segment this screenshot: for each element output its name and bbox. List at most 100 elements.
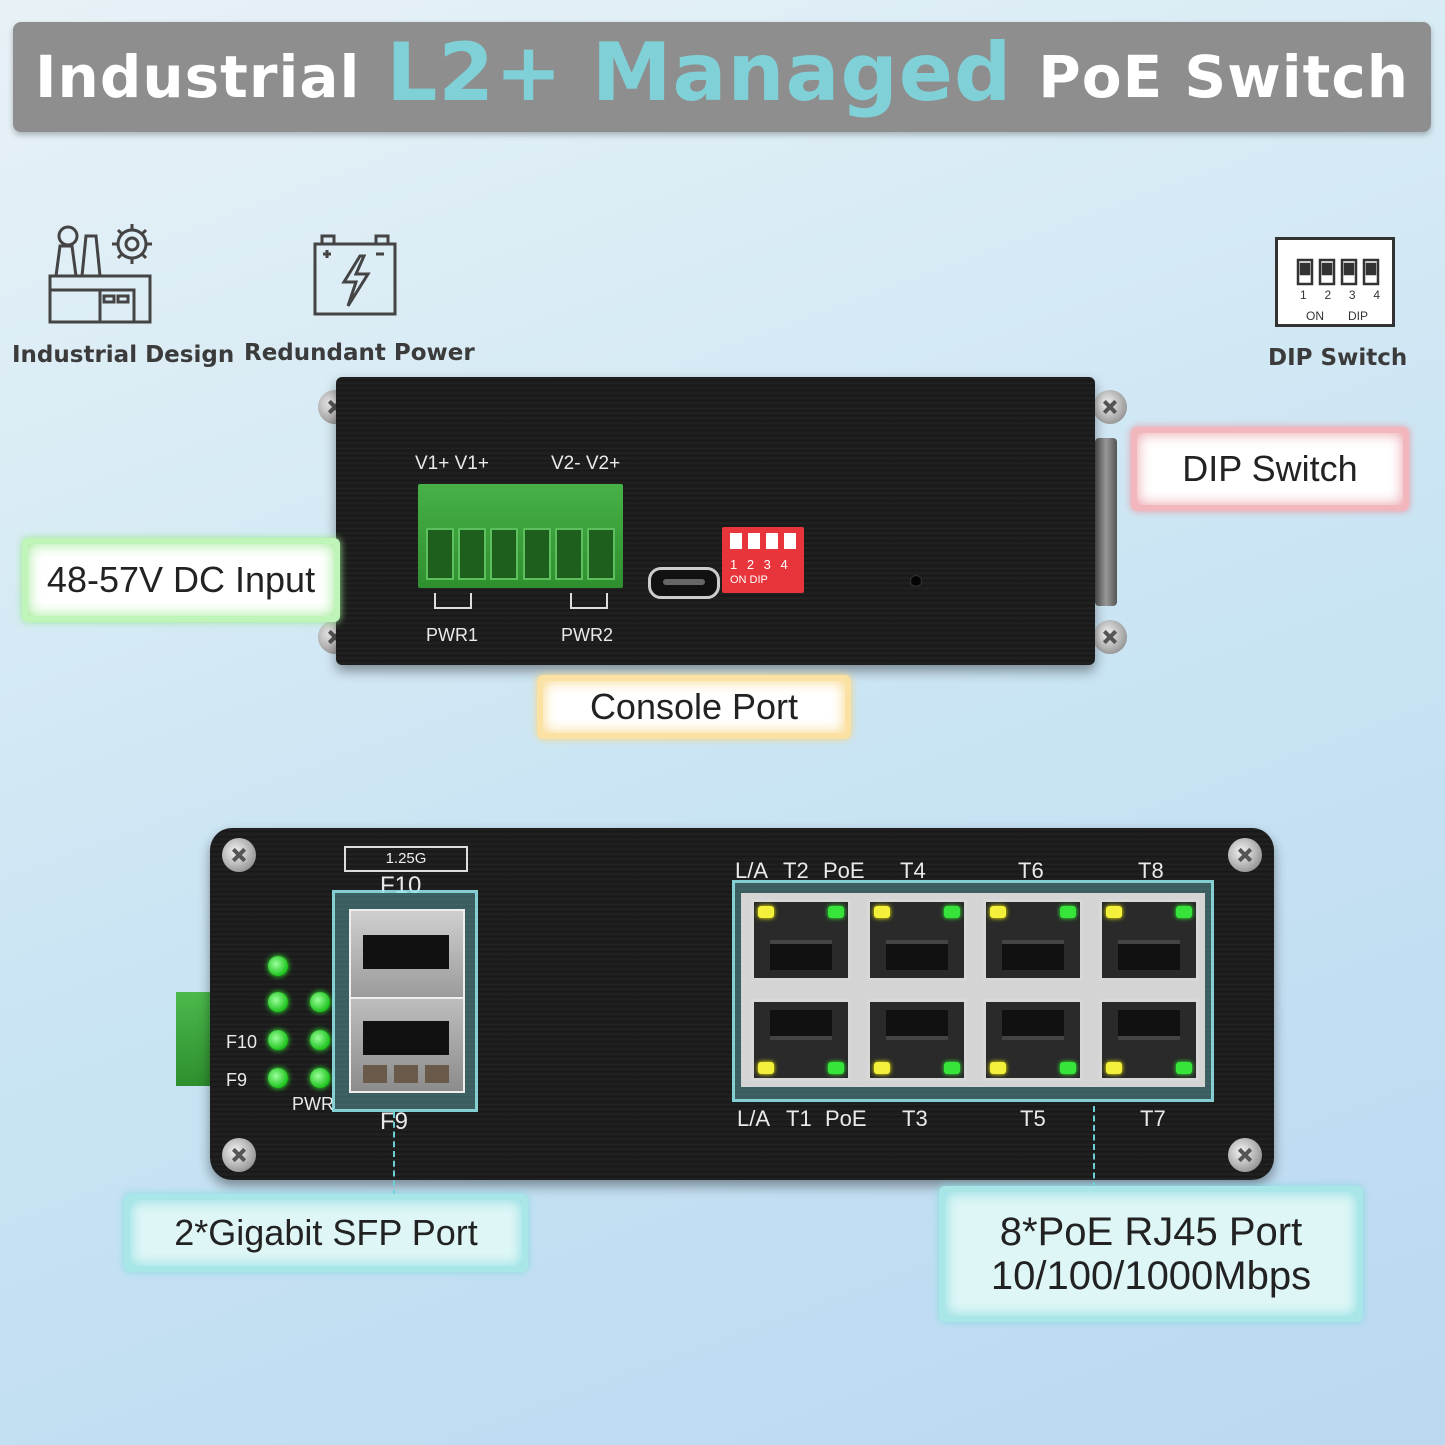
label-la-bottom: L/A: [737, 1106, 771, 1131]
status-led: [310, 992, 330, 1012]
status-led: [310, 1030, 330, 1050]
rj45-port-t7[interactable]: [1099, 999, 1199, 1081]
dip-sub-label: ON DIP: [730, 574, 768, 586]
led-poe: [944, 1062, 960, 1074]
led-label-f9: F9: [226, 1070, 248, 1090]
title-part1: Industrial: [34, 43, 361, 111]
rj45-port-t6[interactable]: [983, 899, 1083, 981]
pwr1-bracket: [434, 593, 472, 609]
rj45-port-t4[interactable]: [867, 899, 967, 981]
led-la: [874, 1062, 890, 1074]
sfp-port-f10[interactable]: [349, 909, 465, 1001]
rj45-port-t3[interactable]: [867, 999, 967, 1081]
sfp-leader-line: [393, 1112, 395, 1196]
dip-numbers: 1 2 3 4: [730, 557, 791, 572]
v2-label: V2- V2+: [551, 453, 621, 474]
led-la: [874, 906, 890, 918]
panel-screw: [1228, 838, 1262, 872]
label-t7: T7: [1140, 1106, 1166, 1131]
rj45-port-t8[interactable]: [1099, 899, 1199, 981]
led-la: [1106, 906, 1122, 918]
led-la: [990, 1062, 1006, 1074]
callout-dip-switch-text: DIP Switch: [1182, 448, 1358, 490]
pwr2-bracket: [570, 593, 608, 609]
led-poe: [944, 906, 960, 918]
label-t8: T8: [1138, 858, 1164, 883]
speed-badge: 1.25G: [344, 846, 468, 872]
label-t6: T6: [1018, 858, 1044, 883]
title-part2: PoE Switch: [1038, 43, 1410, 111]
rj45-port-t2[interactable]: [751, 899, 851, 981]
panel-screw: [222, 838, 256, 872]
dip-switch[interactable]: 1 2 3 4 ON DIP: [722, 527, 804, 593]
mount-screw: [1093, 620, 1127, 654]
sfp-highlight: [332, 890, 478, 1112]
front-panel: F10 F9 PWR 1.25G F10 F9 L/A T2 PoE T4 T6…: [210, 828, 1274, 1180]
label-t5: T5: [1020, 1106, 1046, 1131]
label-la-top: L/A: [735, 858, 769, 883]
callout-sfp: 2*Gigabit SFP Port: [124, 1194, 528, 1272]
label-t2: T2: [783, 858, 809, 883]
feature-label-dip: DIP Switch: [1268, 345, 1408, 371]
rj45-port-t1[interactable]: [751, 999, 851, 1081]
callout-console-port: Console Port: [537, 675, 851, 739]
status-led-pwr: [310, 1068, 330, 1088]
led-poe: [828, 1062, 844, 1074]
status-led-f10: [268, 1030, 288, 1050]
feature-label-power: Redundant Power: [244, 340, 475, 366]
callout-rj45-line2: 10/100/1000Mbps: [990, 1254, 1312, 1298]
top-panel: V1+ V1+ V2- V2+ PWR1 PWR2 1 2 3 4 ON DIP: [336, 377, 1095, 665]
din-rail-clip: [1095, 438, 1117, 606]
battery-bolt-icon: [312, 232, 398, 318]
dip-icon-dip: DIP: [1348, 309, 1369, 323]
side-terminal: [176, 992, 216, 1086]
led-poe: [828, 906, 844, 918]
pwr1-label: PWR1: [426, 625, 479, 645]
led-la: [758, 1062, 774, 1074]
led-poe: [1060, 906, 1076, 918]
led-label-pwr: PWR: [292, 1094, 334, 1114]
mount-screw: [1093, 390, 1127, 424]
rj45-leader-line: [1093, 1106, 1095, 1188]
feature-label-industrial: Industrial Design: [12, 342, 235, 368]
panel-screw: [1228, 1138, 1262, 1172]
pwr2-label: PWR2: [561, 625, 614, 645]
led-poe: [1176, 906, 1192, 918]
dip-icon-on: ON: [1306, 309, 1324, 323]
led-la: [990, 906, 1006, 918]
callout-rj45: 8*PoE RJ45 Port 10/100/1000Mbps: [939, 1186, 1363, 1322]
v1-label: V1+ V1+: [415, 453, 489, 474]
title-banner: Industrial L2+ Managed PoE Switch: [13, 22, 1431, 132]
status-led: [268, 956, 288, 976]
callout-dc-input-text: 48-57V DC Input: [46, 559, 316, 601]
callout-console-text: Console Port: [589, 686, 799, 728]
sfp-label-f10: F10: [380, 872, 422, 899]
panel-screw: [222, 1138, 256, 1172]
led-la: [1106, 1062, 1122, 1074]
rj45-highlight: [732, 880, 1214, 1102]
led-label-f10: F10: [226, 1032, 258, 1052]
callout-rj45-line1: 8*PoE RJ45 Port: [999, 1210, 1303, 1254]
factory-icon: [46, 216, 158, 326]
sfp-port-f9[interactable]: [349, 997, 465, 1093]
usb-c-console-port[interactable]: [648, 567, 720, 599]
callout-sfp-text: 2*Gigabit SFP Port: [174, 1212, 478, 1254]
led-poe: [1060, 1062, 1076, 1074]
label-t3: T3: [902, 1106, 928, 1131]
led-poe: [1176, 1062, 1192, 1074]
label-t1: T1: [786, 1106, 812, 1131]
label-t4: T4: [900, 858, 926, 883]
callout-dc-input: 48-57V DC Input: [22, 538, 340, 622]
power-terminal-block[interactable]: [418, 484, 623, 588]
led-la: [758, 906, 774, 918]
rj45-port-t5[interactable]: [983, 999, 1083, 1081]
title-highlight: L2+ Managed: [386, 25, 1013, 119]
status-led: [268, 992, 288, 1012]
label-poe-bottom: PoE: [825, 1106, 867, 1131]
label-poe-top: PoE: [823, 858, 865, 883]
rj45-block: [741, 893, 1205, 1087]
status-led-f9: [268, 1068, 288, 1088]
reset-hole[interactable]: [910, 575, 922, 587]
